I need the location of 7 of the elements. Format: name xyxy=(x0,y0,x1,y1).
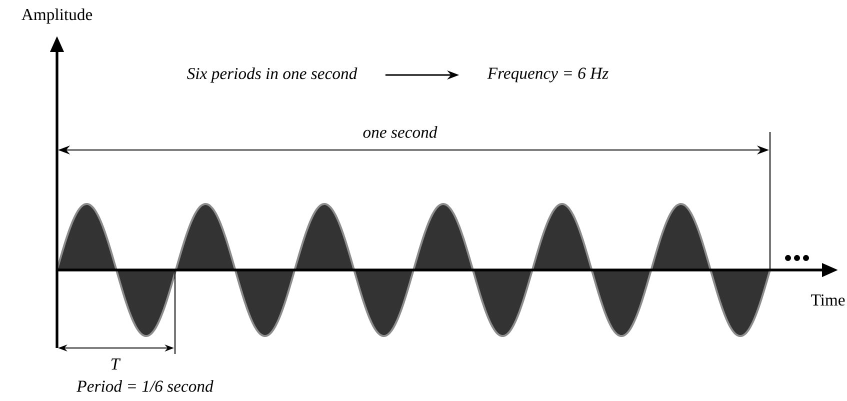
dimension-label: one second xyxy=(363,126,438,138)
dimension-label: Period = 1/6 second xyxy=(76,380,214,392)
text-label: Frequency = 6 Hz xyxy=(487,68,608,82)
text-label: Six periods in one second xyxy=(187,67,358,83)
dimension-label: T xyxy=(111,358,121,370)
axis-label: Time xyxy=(811,294,845,306)
axis-label: Amplitude xyxy=(22,8,92,24)
